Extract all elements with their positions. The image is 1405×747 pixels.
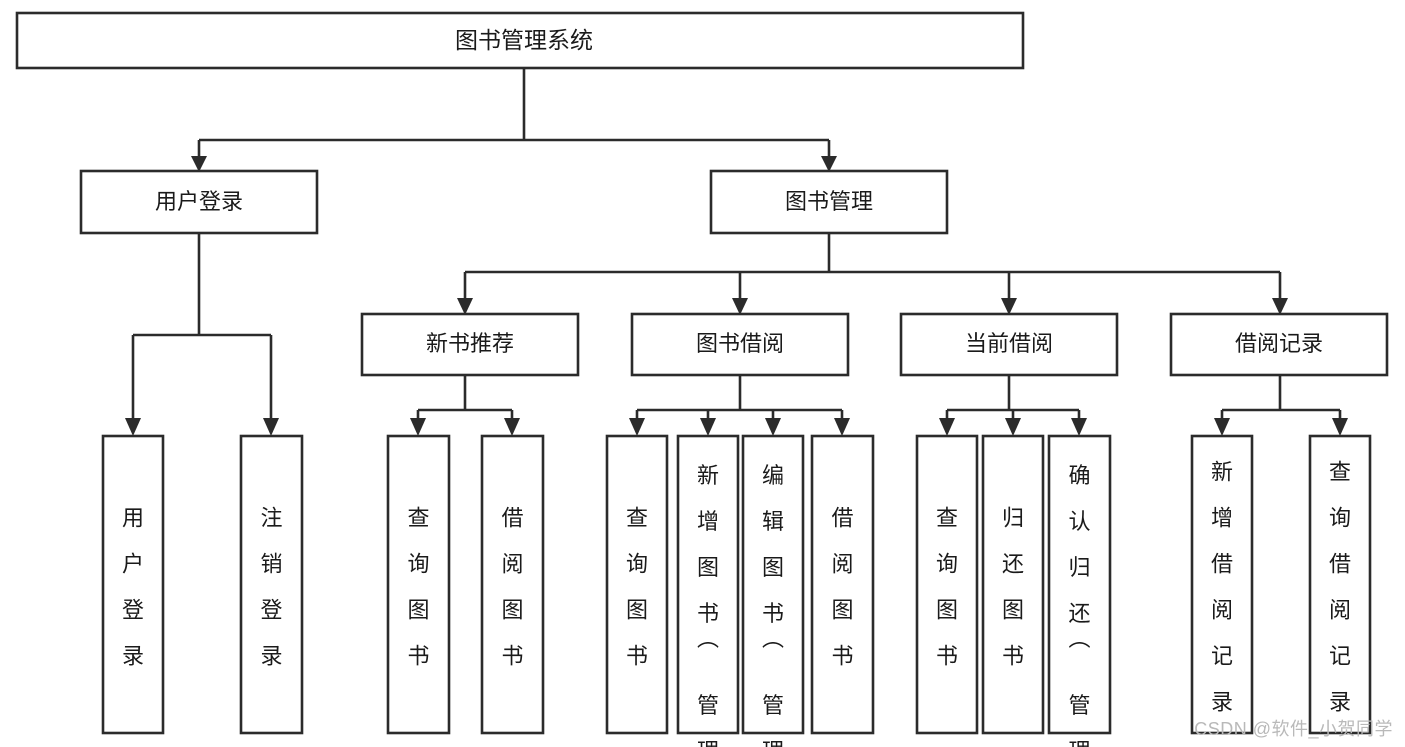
leaf-node-label: 借阅图书	[501, 506, 523, 669]
leaf-node-label: 确认归还⌒管理员⌣	[1068, 463, 1090, 747]
leaf-node[interactable]: 新增图书⌒管理员⌣	[676, 434, 740, 747]
node-current-box[interactable]	[899, 312, 1119, 377]
leaf-node-box[interactable]	[386, 434, 451, 735]
leaf-node-box[interactable]	[480, 434, 545, 735]
leaf-node[interactable]: 查询图书	[605, 434, 669, 735]
node-book-manage[interactable]: 图书管理	[709, 169, 949, 235]
leaf-node-box[interactable]	[741, 434, 805, 735]
leaf-node-box[interactable]	[1190, 434, 1254, 735]
arrow-new-book-leaf-1-icon	[410, 418, 426, 436]
node-records-box[interactable]	[1169, 312, 1389, 377]
node-root-label: 图书管理系统	[455, 27, 593, 53]
arrow-current-leaf-1-icon	[939, 418, 955, 436]
arrow-borrow-leaf-2-icon	[700, 418, 716, 436]
leaf-node-box[interactable]	[915, 434, 979, 735]
node-root[interactable]: 图书管理系统	[15, 11, 1025, 70]
leaf-layer: 用户登录 注销登录 查询图书 借阅图书 查询图书 新增图书⌒管理员⌣ 编辑图书⌒…	[101, 434, 1372, 747]
arrow-to-records-icon	[1272, 298, 1288, 315]
node-current-label: 当前借阅	[965, 331, 1053, 356]
node-borrow-label: 图书借阅	[696, 331, 784, 356]
node-book-manage-box[interactable]	[709, 169, 949, 235]
leaf-node[interactable]: 查询图书	[915, 434, 979, 735]
arrow-current-leaf-3-icon	[1071, 418, 1087, 436]
arrow-to-user-login-icon	[191, 156, 207, 172]
arrow-borrow-leaf-3-icon	[765, 418, 781, 436]
arrow-user-login-leaf-1-icon	[125, 418, 141, 436]
arrow-records-leaf-1-icon	[1214, 418, 1230, 436]
leaf-node[interactable]: 用户登录	[101, 434, 165, 735]
leaf-node-label: 查询图书	[407, 506, 429, 669]
leaf-node-label: 查询借阅记录	[1329, 460, 1351, 715]
arrow-to-new-book-icon	[457, 298, 473, 315]
node-user-login[interactable]: 用户登录	[79, 169, 319, 235]
arrow-to-current-icon	[1001, 298, 1017, 315]
node-records[interactable]: 借阅记录	[1169, 312, 1389, 377]
leaf-node-label: 注销登录	[260, 506, 282, 669]
leaf-node-box[interactable]	[1308, 434, 1372, 735]
node-root-box[interactable]	[15, 11, 1025, 70]
arrow-to-borrow-icon	[732, 298, 748, 315]
arrow-to-book-manage-icon	[821, 156, 837, 172]
arrow-user-login-leaf-2-icon	[263, 418, 279, 436]
arrow-current-leaf-2-icon	[1005, 418, 1021, 436]
leaf-node-label: 用户登录	[122, 506, 144, 669]
leaf-node-label: 查询图书	[936, 506, 958, 669]
leaf-node-box[interactable]	[676, 434, 740, 735]
leaf-node[interactable]: 确认归还⌒管理员⌣	[1047, 434, 1112, 747]
leaf-node-box[interactable]	[810, 434, 875, 735]
leaf-node-box[interactable]	[239, 434, 304, 735]
leaf-node-box[interactable]	[101, 434, 165, 735]
leaf-node-box[interactable]	[981, 434, 1045, 735]
node-new-book-label: 新书推荐	[426, 331, 514, 356]
leaf-node-label: 借阅图书	[831, 506, 853, 669]
arrow-records-leaf-2-icon	[1332, 418, 1348, 436]
leaf-node-box[interactable]	[605, 434, 669, 735]
node-new-book[interactable]: 新书推荐	[360, 312, 580, 377]
leaf-node-label: 新增借阅记录	[1211, 460, 1233, 715]
leaf-node-label: 查询图书	[626, 506, 648, 669]
leaf-node-label: 新增图书⌒管理员⌣	[697, 463, 719, 747]
node-user-login-box[interactable]	[79, 169, 319, 235]
leaf-node[interactable]: 新增借阅记录	[1190, 434, 1254, 735]
leaf-node[interactable]: 归还图书	[981, 434, 1045, 735]
node-borrow[interactable]: 图书借阅	[630, 312, 850, 377]
node-new-book-box[interactable]	[360, 312, 580, 377]
node-user-login-label: 用户登录	[155, 189, 243, 214]
node-current[interactable]: 当前借阅	[899, 312, 1119, 377]
leaf-node-label: 归还图书	[1002, 506, 1024, 669]
leaf-node-box[interactable]	[1047, 434, 1112, 735]
leaf-node[interactable]: 借阅图书	[810, 434, 875, 735]
leaf-node[interactable]: 编辑图书⌒管理员⌣	[741, 434, 805, 747]
leaf-node[interactable]: 查询图书	[386, 434, 451, 735]
leaf-node[interactable]: 注销登录	[239, 434, 304, 735]
leaf-node[interactable]: 查询借阅记录	[1308, 434, 1372, 735]
node-book-manage-label: 图书管理	[785, 189, 873, 214]
arrow-borrow-leaf-1-icon	[629, 418, 645, 436]
arrow-new-book-leaf-2-icon	[504, 418, 520, 436]
connector-layer	[125, 68, 1348, 436]
node-borrow-box[interactable]	[630, 312, 850, 377]
leaf-node[interactable]: 借阅图书	[480, 434, 545, 735]
arrow-borrow-leaf-4-icon	[834, 418, 850, 436]
leaf-node-label: 编辑图书⌒管理员⌣	[762, 463, 784, 747]
node-records-label: 借阅记录	[1235, 331, 1323, 356]
